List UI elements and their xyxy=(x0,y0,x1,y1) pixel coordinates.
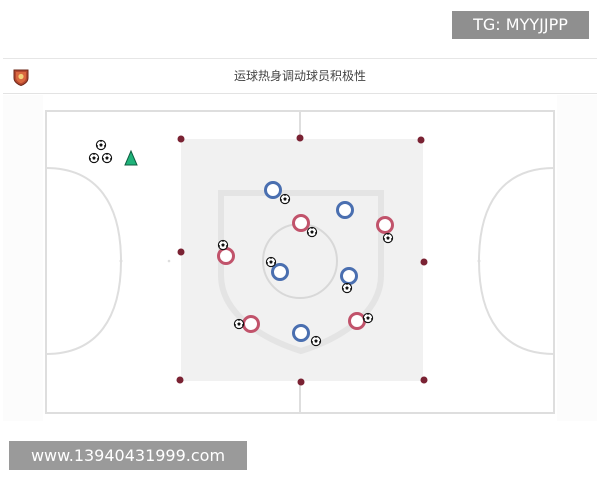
title-bar: 运球热身调动球员积极性 xyxy=(3,59,597,94)
zone-marker xyxy=(177,248,185,256)
player-red xyxy=(242,315,260,333)
player-red xyxy=(348,312,366,330)
soccer-ball-icon xyxy=(233,318,245,330)
zone-marker xyxy=(297,378,305,386)
player-blue xyxy=(264,181,282,199)
soccer-ball-icon xyxy=(306,226,318,238)
player-blue xyxy=(336,201,354,219)
zone-marker xyxy=(176,376,184,384)
right-penalty-spot xyxy=(477,259,481,263)
soccer-ball-icon xyxy=(95,139,107,151)
player-blue xyxy=(340,267,358,285)
zone-marker xyxy=(296,134,304,142)
soccer-ball-icon xyxy=(265,256,277,268)
training-zone xyxy=(181,139,423,381)
url-watermark-banner: www.13940431999.com xyxy=(9,441,247,470)
zone-markers xyxy=(176,134,428,386)
background-pattern xyxy=(3,95,597,421)
soccer-ball-icon xyxy=(341,282,353,294)
blue-team xyxy=(264,181,358,342)
soccer-ball-icon xyxy=(217,239,229,251)
zone-marker xyxy=(417,136,425,144)
zone-marker xyxy=(420,376,428,384)
player-red xyxy=(217,247,235,265)
soccer-ball-icon xyxy=(101,152,113,164)
soccer-ball-icon xyxy=(362,312,374,324)
tg-watermark-banner: TG: MYYJJPP xyxy=(452,11,589,39)
drill-title: 运球热身调动球员积极性 xyxy=(233,69,366,83)
player-red xyxy=(376,216,394,234)
left-penalty-spot xyxy=(119,259,123,263)
drill-card: 运球热身调动球员积极性 xyxy=(3,58,597,421)
zone-marker xyxy=(177,135,185,143)
soccer-ball-icon xyxy=(310,335,322,347)
zone-marker xyxy=(420,258,428,266)
player-red xyxy=(292,214,310,232)
player-blue xyxy=(271,263,289,281)
player-blue xyxy=(292,324,310,342)
zone-watermark xyxy=(218,190,384,355)
red-team xyxy=(217,214,394,333)
training-cone-icon xyxy=(124,149,138,166)
soccer-ball-icon xyxy=(382,232,394,244)
soccer-ball-icon xyxy=(279,193,291,205)
team-crest-icon xyxy=(13,69,29,86)
soccer-ball-icon xyxy=(88,152,100,164)
pitch-diagram xyxy=(3,95,597,421)
left-mark xyxy=(167,259,171,263)
